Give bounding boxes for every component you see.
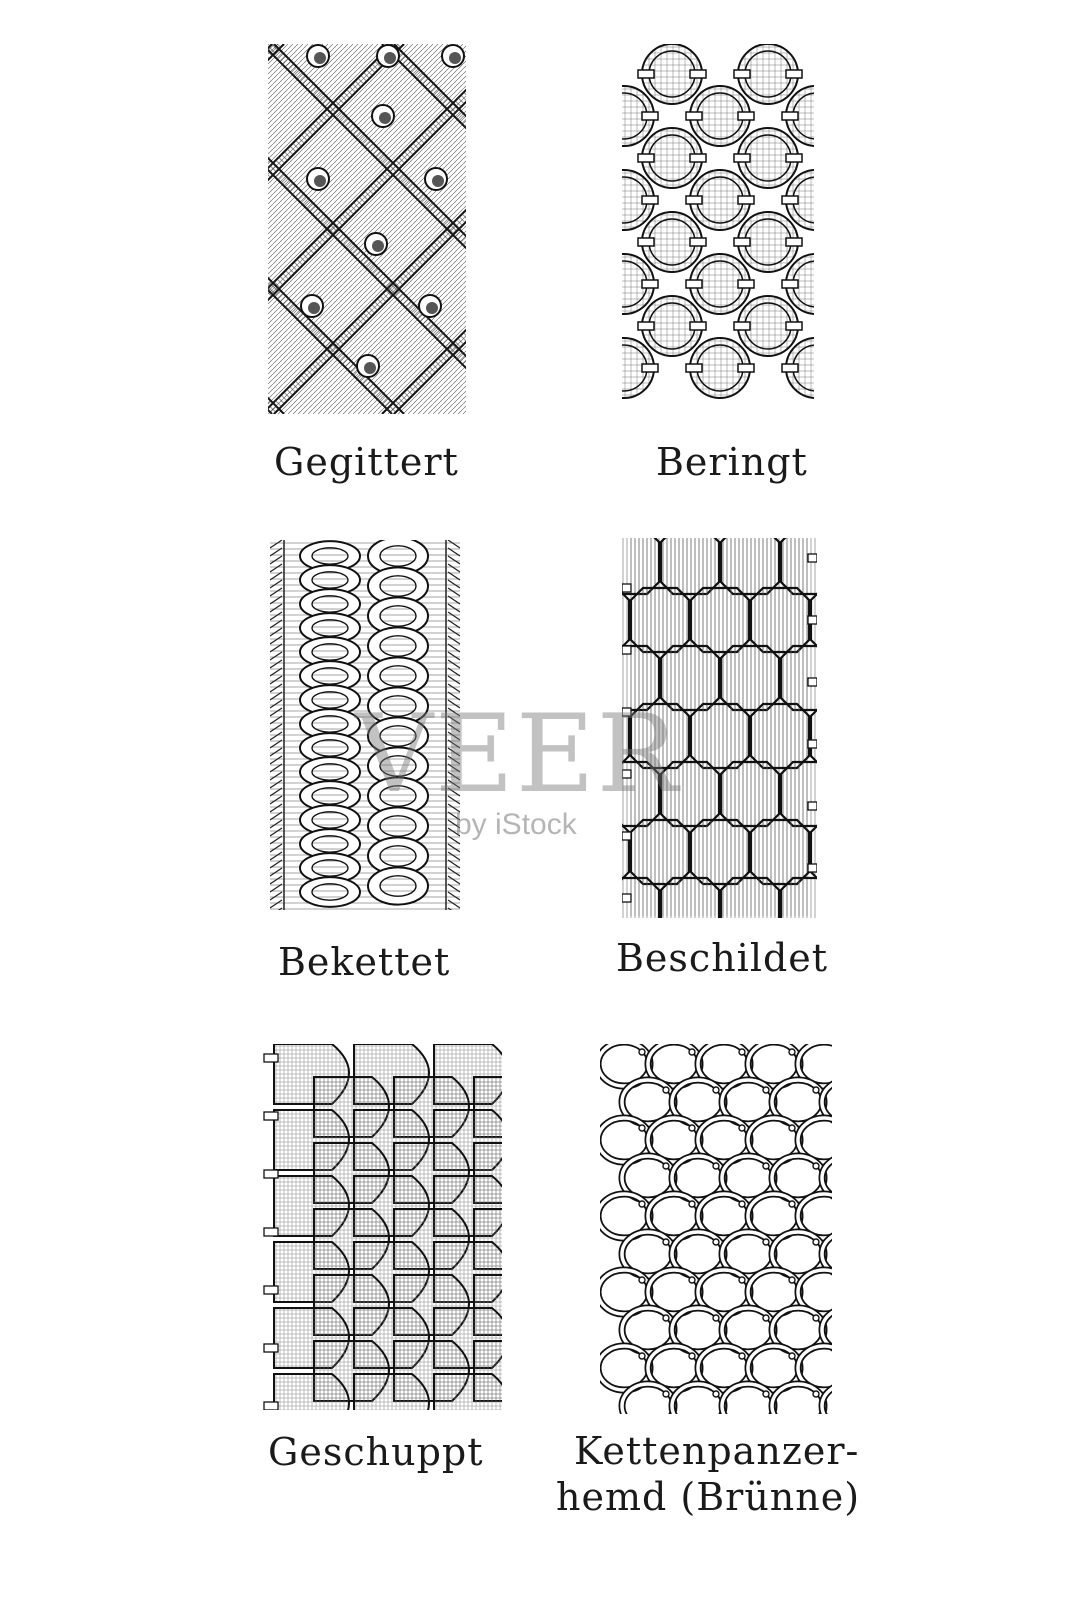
bekettet-illustration xyxy=(270,540,460,910)
caption-beschildet: Beschildet xyxy=(616,936,829,980)
kettenpanzer-illustration xyxy=(600,1044,832,1414)
caption-kettenpanzer: Kettenpanzer- hemd (Brünne) xyxy=(556,1428,860,1520)
beschildet-illustration xyxy=(622,538,817,918)
caption-beringt: Beringt xyxy=(656,440,808,484)
caption-gegittert: Gegittert xyxy=(274,440,459,484)
caption-geschuppt: Geschuppt xyxy=(268,1430,484,1474)
beringt-illustration xyxy=(622,44,814,412)
watermark-subtext: by iStock xyxy=(455,808,577,841)
caption-bekettet: Bekettet xyxy=(278,940,451,984)
caption-kettenpanzer-line2: hemd (Brünne) xyxy=(556,1475,861,1519)
geschuppt-illustration xyxy=(263,1044,502,1410)
caption-kettenpanzer-line1: Kettenpanzer- xyxy=(574,1429,860,1473)
gegittert-illustration xyxy=(268,44,466,414)
